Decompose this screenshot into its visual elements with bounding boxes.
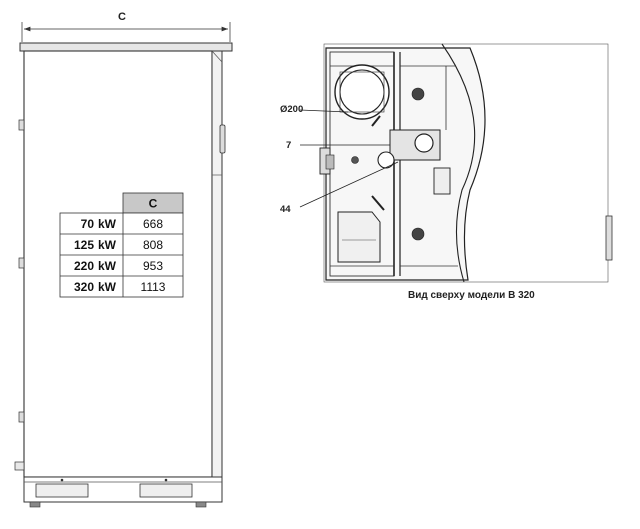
callout-diameter: Ø200 [280,104,349,115]
top-view-caption: Вид сверху модели B 320 [408,290,535,301]
side-flange [605,215,613,261]
fitting-top [411,87,425,101]
side-handle [219,124,226,154]
row-power: 125 [74,238,94,252]
top-view: Ø200 7 44 Вид сверху модели B 320 [280,43,613,301]
foot-left [29,501,41,508]
row-unit: kW [98,238,117,252]
callout-7: 7 [286,140,390,151]
row-unit: kW [98,280,117,294]
callout-44: 44 [280,161,399,215]
callout-7-label: 7 [286,140,291,151]
dimension-table: C 70 kW 668 125 kW 808 220 kW 953 320 kW… [59,192,184,298]
table-row: 125 kW 808 [74,238,163,252]
table-header: C [149,197,158,211]
row-unit: kW [98,259,117,273]
flue-outlet [334,64,390,120]
valve-block [433,167,451,195]
row-power: 220 [74,259,94,273]
side-fitting [14,461,25,471]
top-cover [19,42,233,52]
row-value: 953 [143,259,163,273]
pump [377,151,395,169]
table-row: 220 kW 953 [74,259,163,273]
row-value: 808 [143,238,163,252]
table-row: 70 kW 668 [81,217,164,231]
hinge-bottom [18,411,25,423]
row-value: 1113 [141,280,166,294]
hinge-top [18,119,25,131]
row-power: 320 [74,280,94,294]
row-value: 668 [143,217,163,231]
base-opening-right [139,483,193,498]
hinge-middle [18,257,25,269]
table-row: 320 kW 1113 [74,280,166,294]
dimension-c: C [21,11,231,42]
fitting-bottom [411,227,425,241]
row-power: 70 [81,217,95,231]
foot-right [195,501,207,508]
dimension-c-label: C [118,11,126,23]
base-opening-left [35,483,89,498]
row-unit: kW [98,217,117,231]
callout-diameter-label: Ø200 [280,104,303,115]
side-panel [211,50,223,478]
callout-44-label: 44 [280,204,291,215]
